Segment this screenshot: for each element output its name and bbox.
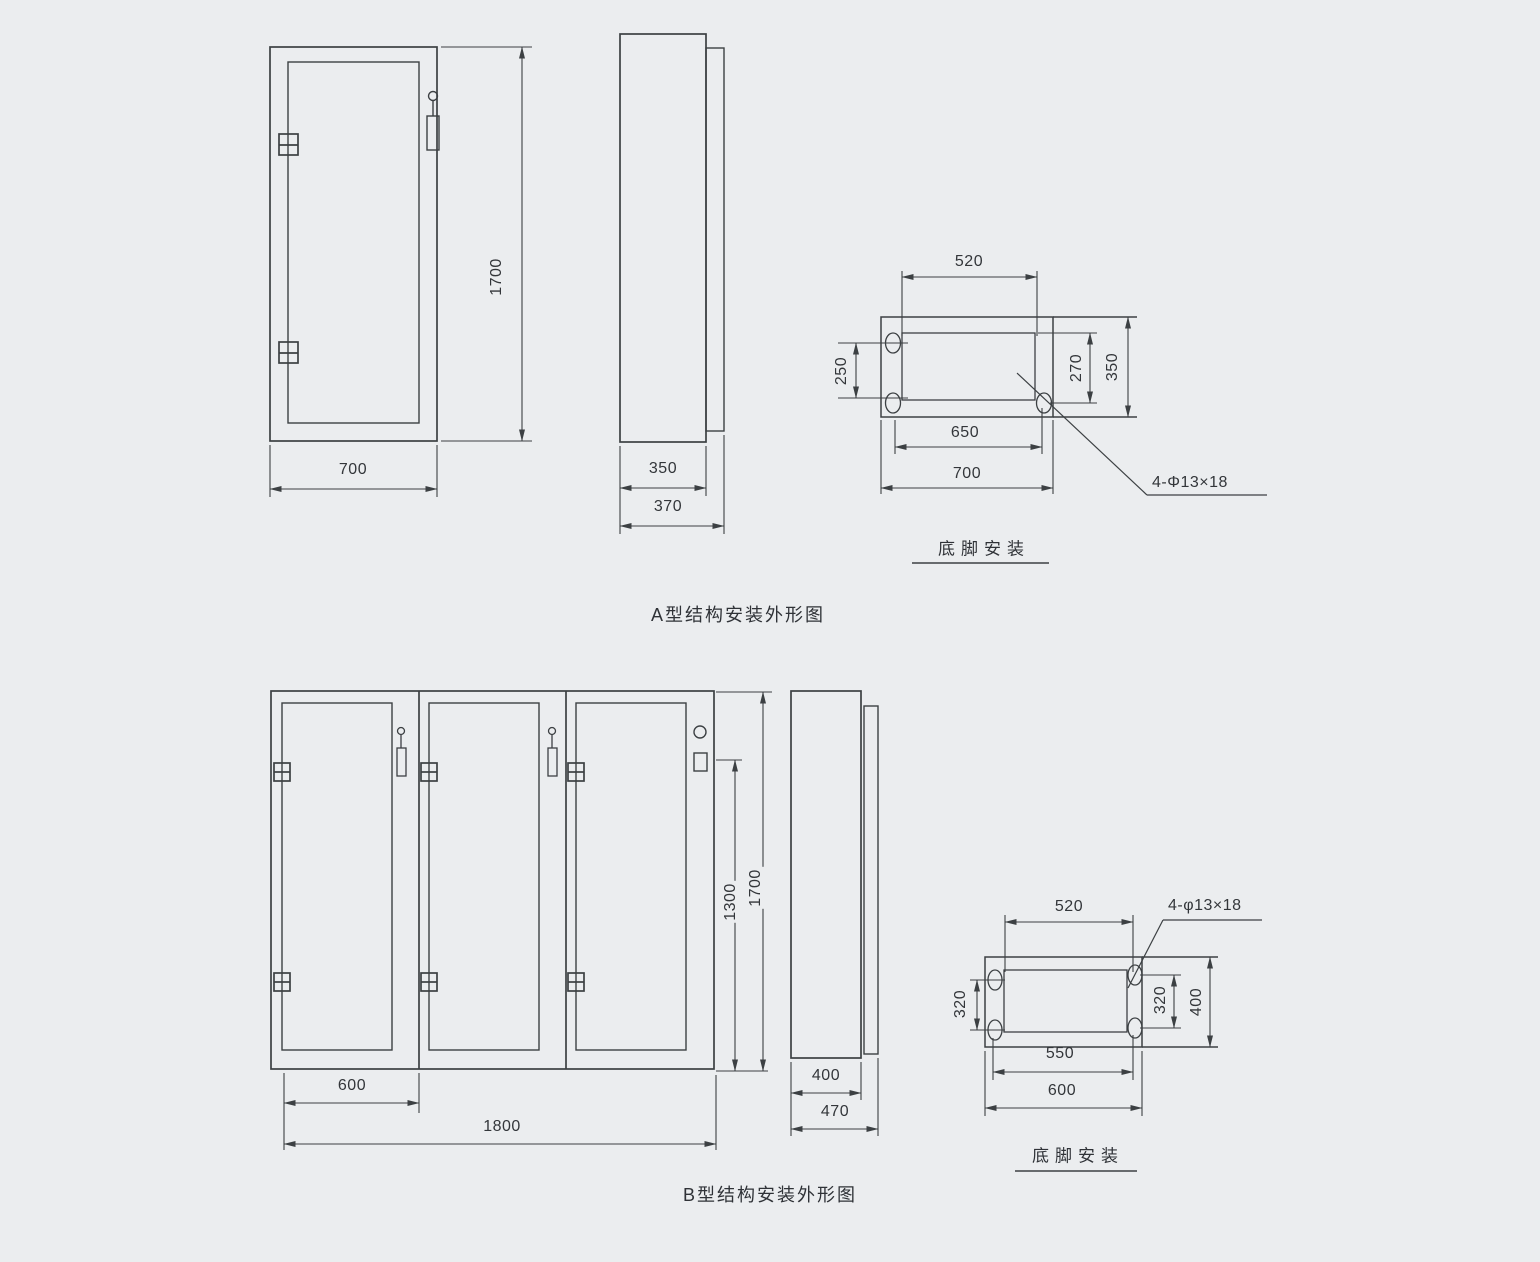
b-side-depth-label: 400	[811, 1067, 841, 1084]
a-side-total-depth-label: 370	[653, 498, 683, 515]
b-door3-handle	[693, 725, 708, 772]
b-foot-inner-height-label: 320	[1152, 985, 1169, 1015]
b-door2-handle	[547, 726, 558, 777]
b-foot-left-height-label: 320	[952, 989, 969, 1019]
a-side-view	[619, 33, 725, 443]
a-door-handle	[426, 90, 440, 151]
b-door1-hinges	[273, 762, 291, 992]
b-foot-outer-width-label: 600	[1047, 1082, 1077, 1099]
b-foot-outer-height-label: 400	[1188, 987, 1205, 1017]
b-foot-top-width-label: 520	[1054, 898, 1084, 915]
b-foot-caption: 底脚安装	[1032, 1146, 1124, 1166]
b-side-total-depth-label: 470	[820, 1103, 850, 1120]
a-front-width-label: 700	[338, 461, 368, 478]
a-foot-inner-height-label: 270	[1068, 353, 1085, 383]
a-section-title: A型结构安装外形图	[650, 605, 826, 625]
a-side-depth-label: 350	[648, 460, 678, 477]
a-foot-hole-label: 4-Φ13×18	[1152, 474, 1228, 491]
b-foot-inner-width-label: 550	[1045, 1045, 1075, 1062]
b-hole-leader-line	[1127, 919, 1164, 989]
a-foot-caption: 底脚安装	[938, 539, 1030, 559]
b-door3-hinges	[567, 762, 585, 992]
b-door1-handle	[396, 726, 407, 777]
b-front-door-width-label: 600	[337, 1077, 367, 1094]
a-dimensions	[269, 46, 1131, 534]
a-foot-top-width-label: 520	[954, 253, 984, 270]
b-front-inner-height-label: 1300	[722, 881, 740, 923]
b-side-view	[790, 690, 879, 1059]
b-foot-mount	[984, 919, 1262, 1172]
a-door-hinge-bottom	[278, 341, 299, 364]
a-foot-outer-height-label: 350	[1104, 352, 1121, 382]
b-section-title: B型结构安装外形图	[682, 1185, 858, 1205]
a-front-height-label: 1700	[488, 258, 505, 296]
a-foot-inner-width-label: 650	[950, 424, 980, 441]
b-foot-hole-label: 4-φ13×18	[1168, 897, 1242, 914]
b-foot-hole-bottom-right	[1127, 1017, 1143, 1039]
b-front-total-width-label: 1800	[483, 1118, 521, 1135]
a-foot-left-height-label: 250	[833, 356, 850, 386]
b-front-height-label: 1700	[747, 867, 765, 909]
a-hole-leader-line	[1016, 372, 1148, 496]
b-front-view	[270, 690, 715, 1070]
b-door2-hinges	[420, 762, 438, 992]
a-door-hinge-top	[278, 133, 299, 156]
a-foot-outer-width-label: 700	[952, 465, 982, 482]
a-front-view	[269, 46, 440, 442]
a-foot-hole-bottom-left	[884, 392, 902, 414]
